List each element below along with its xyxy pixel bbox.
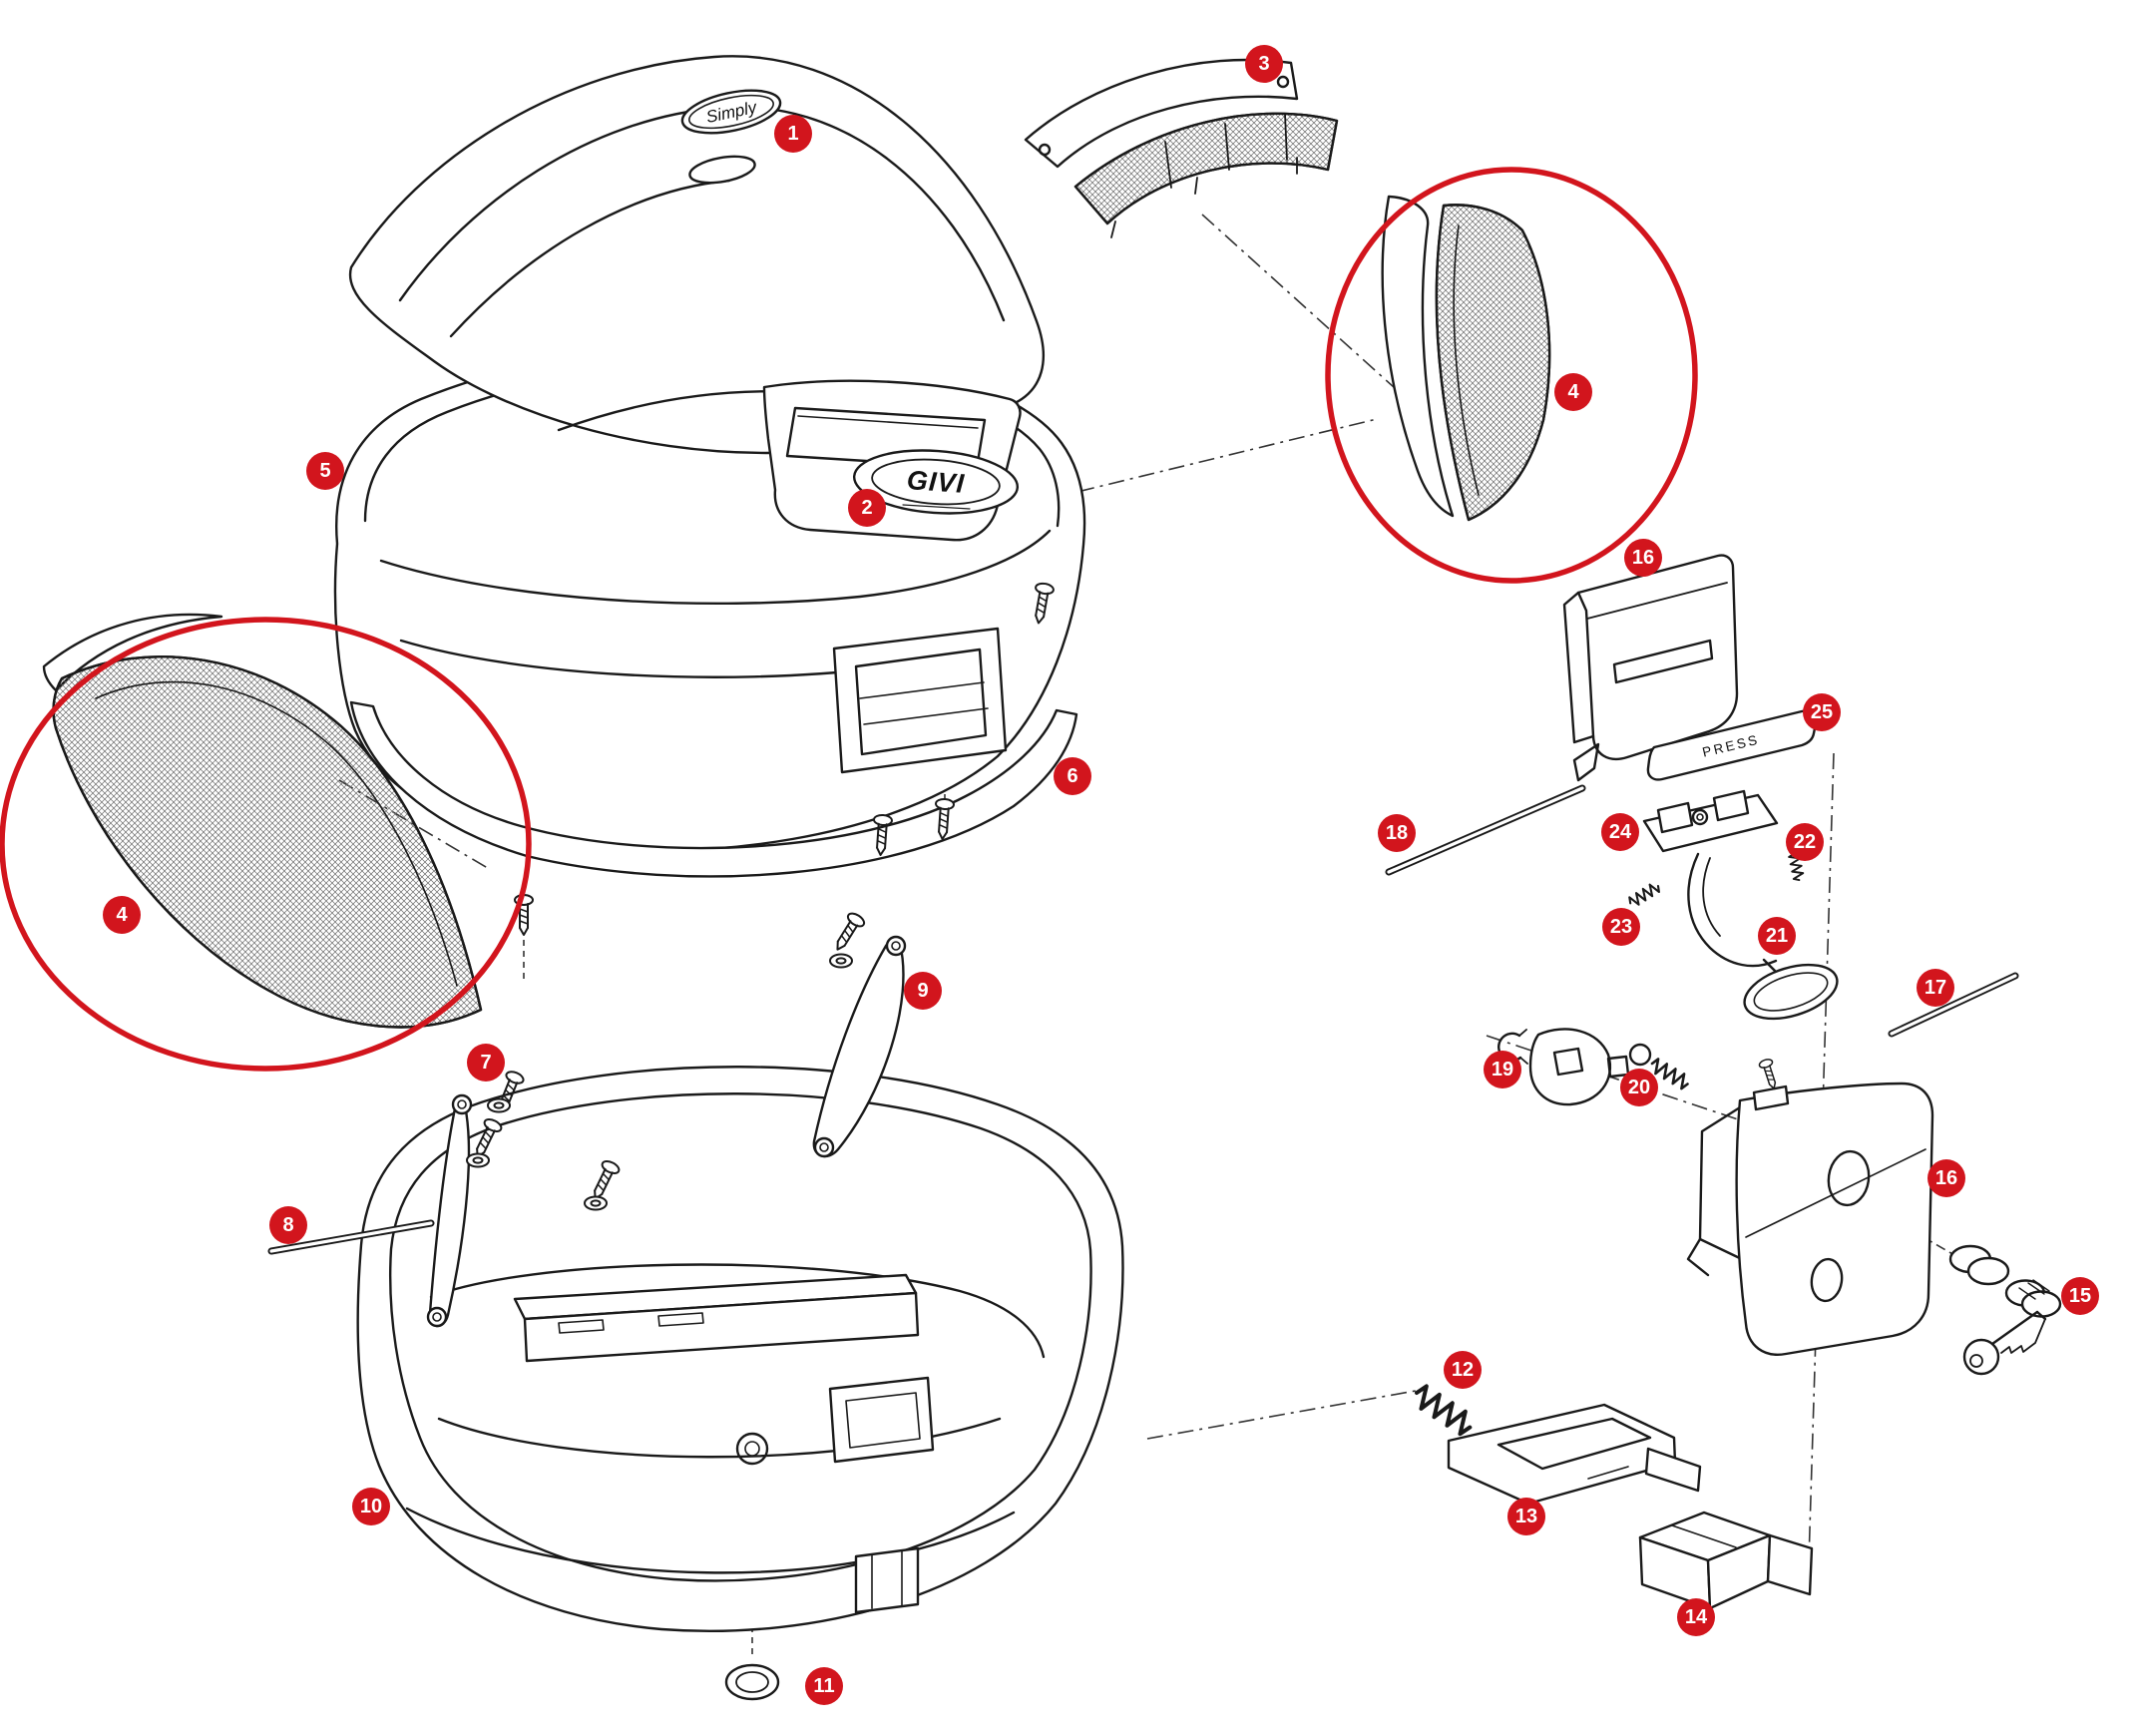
callout-17-hinge-rod-right: 17 xyxy=(1917,969,1954,1007)
tether-straps-part xyxy=(426,909,907,1328)
callout-21-release-lever: 21 xyxy=(1758,917,1796,955)
side-reflector-left-part xyxy=(42,613,483,1029)
hinge-rod-right-part xyxy=(1888,972,2019,1038)
callout-4-side-reflector-left: 4 xyxy=(103,896,141,934)
callout-25-press-plate: 25 xyxy=(1803,693,1841,731)
lock-cover-upper-part xyxy=(1562,554,1739,782)
callout-10-bottom-case: 10 xyxy=(352,1488,390,1525)
callout-5-upper-shell: 5 xyxy=(306,452,344,490)
callout-19-retaining-clip: 19 xyxy=(1484,1051,1521,1088)
release-lever-part xyxy=(1687,852,1839,1021)
drain-plug-part xyxy=(724,1663,780,1701)
callout-24-latch-carrier: 24 xyxy=(1601,813,1639,851)
highlight-circle-left xyxy=(0,617,532,1072)
callout-22-spring-small-right: 22 xyxy=(1786,823,1824,861)
highlight-circle-right xyxy=(1325,167,1698,584)
callout-16-lock-cover-upper: 16 xyxy=(1624,539,1662,577)
rod-left-part xyxy=(267,1219,435,1255)
rear-reflector-part xyxy=(1024,58,1339,238)
highlight-circles xyxy=(0,167,1698,1072)
bottom-case-part xyxy=(356,1066,1124,1632)
callout-15-lock-cylinder-key: 15 xyxy=(2061,1277,2099,1315)
callout-11-drain-plug: 11 xyxy=(805,1667,843,1705)
spring-and-ball-part xyxy=(1628,1043,1693,1091)
callout-4-side-reflector-right: 4 xyxy=(1554,373,1592,411)
callout-9-tether-strap: 9 xyxy=(904,972,942,1010)
callout-20-spring-and-ball: 20 xyxy=(1620,1069,1658,1106)
side-reflector-right-part xyxy=(1381,195,1551,522)
lock-cylinder-key-part xyxy=(1948,1244,2062,1376)
callout-6-base-trim: 6 xyxy=(1054,757,1091,795)
callout-18-hinge-rod-left: 18 xyxy=(1378,814,1416,852)
spoiler-part xyxy=(762,379,1022,542)
callout-13-latch-slider: 13 xyxy=(1507,1498,1545,1535)
callout-8-rod-left: 8 xyxy=(269,1206,307,1244)
hinge-rod-left-part xyxy=(1385,784,1586,876)
latch-slider-part xyxy=(1447,1403,1702,1506)
callout-23-spring-small-left: 23 xyxy=(1602,908,1640,946)
callout-1-lid-cover: 1 xyxy=(774,115,812,153)
callout-3-rear-reflector-strip: 3 xyxy=(1245,45,1283,83)
callout-14-latch-button: 14 xyxy=(1677,1598,1715,1636)
callout-16-lock-cover-lower: 16 xyxy=(1927,1159,1965,1197)
callout-12-latch-spring: 12 xyxy=(1444,1351,1482,1389)
latch-carrier-part xyxy=(1642,789,1779,853)
lock-cover-lower-part xyxy=(1686,1057,1934,1356)
callout-7-screw-washer: 7 xyxy=(467,1044,505,1082)
callout-2-brand-badge: 2 xyxy=(848,489,886,527)
brand-badge-text: GIVI xyxy=(906,465,966,499)
